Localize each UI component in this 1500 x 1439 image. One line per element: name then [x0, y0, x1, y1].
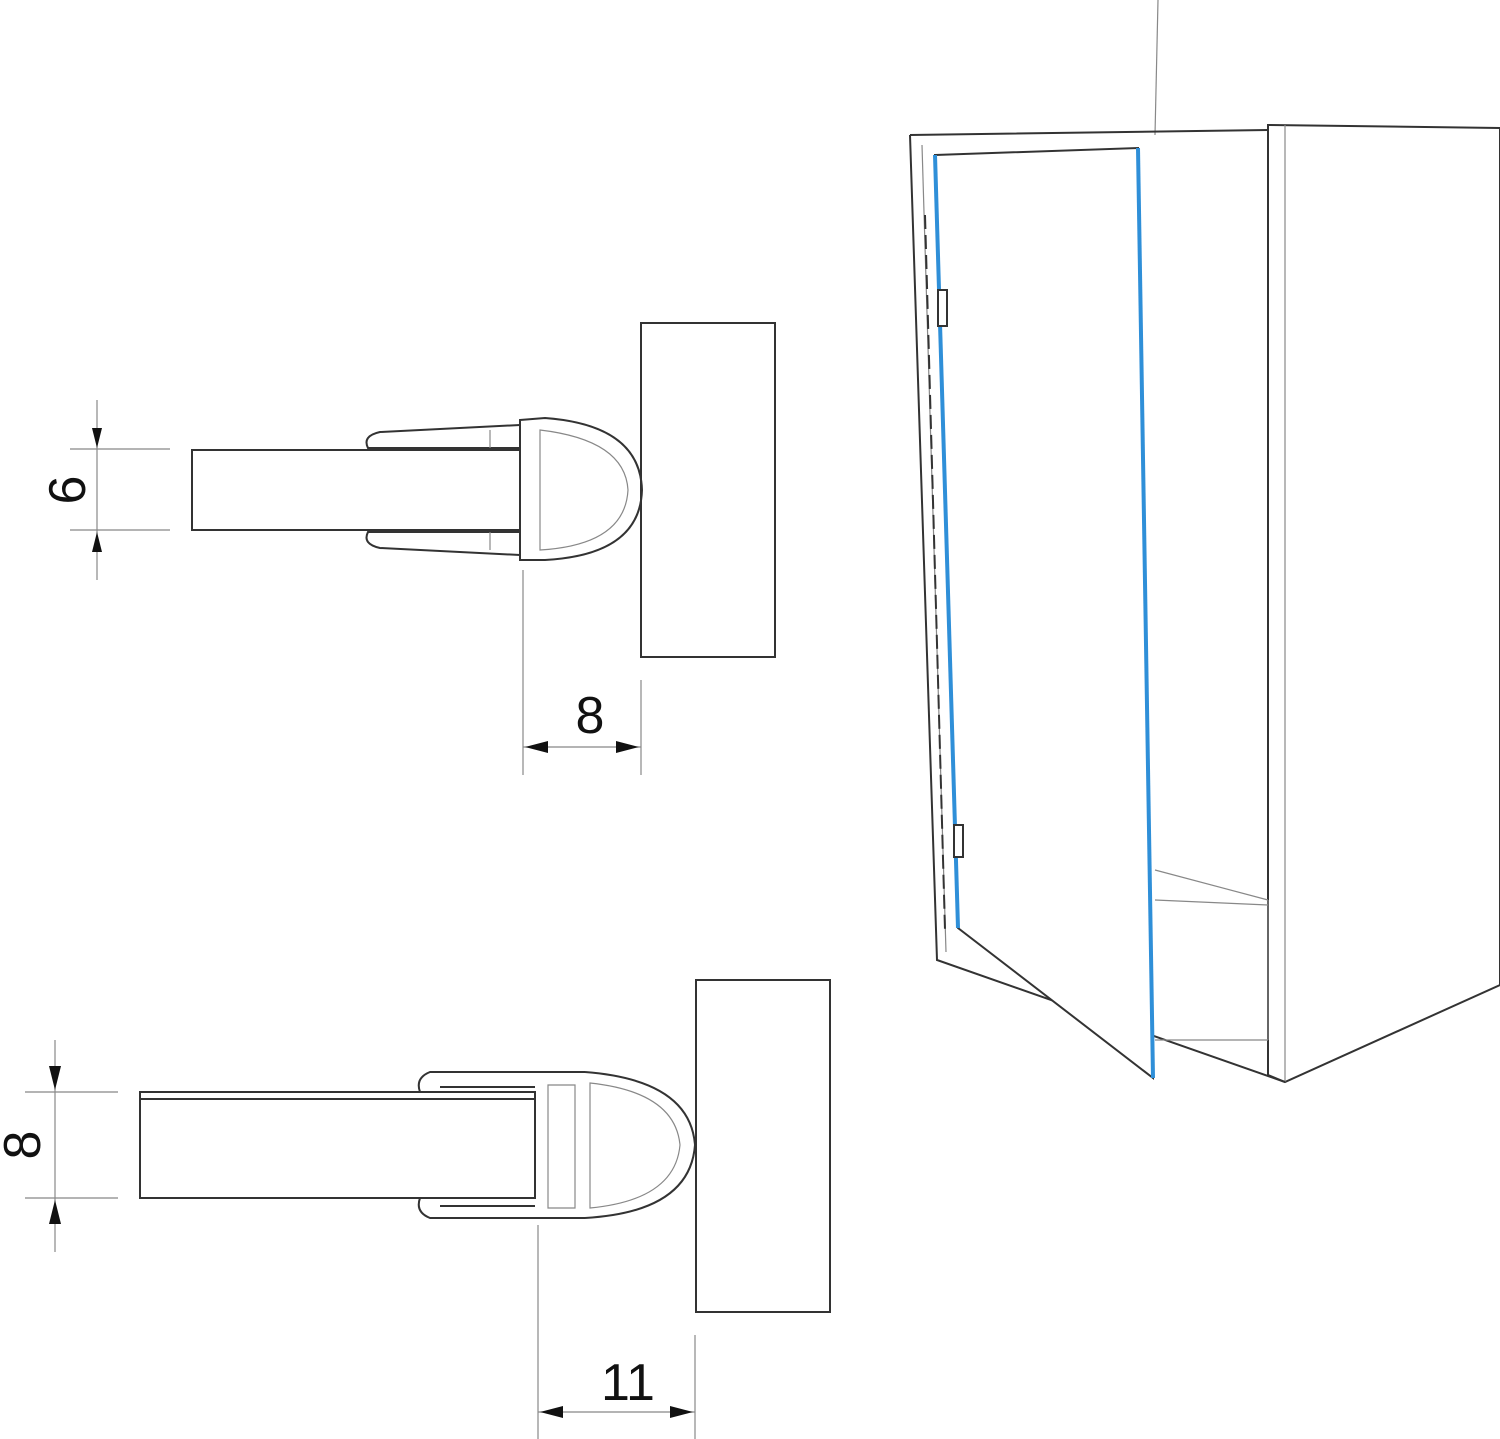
hinge-top [937, 289, 948, 327]
profile-large: 8 11 [0, 979, 831, 1439]
dimension-offset-bottom: 11 [537, 1225, 696, 1439]
glass-panel-top [191, 449, 521, 531]
arrowhead [616, 741, 639, 753]
leader-line [1154, 0, 1159, 136]
hinge-bottom [953, 824, 964, 858]
arrowhead [49, 1200, 61, 1224]
seal-clip-bottom [417, 1071, 585, 1219]
seal-bulb-inner-bottom [547, 1082, 681, 1209]
seal-bulb-inner-top [489, 429, 629, 551]
offset-label-top: 8 [576, 687, 605, 745]
dimension-thickness-bottom: 8 [0, 1040, 118, 1252]
seal-clip-top [365, 424, 521, 556]
arrowhead [670, 1406, 693, 1418]
thickness-label-top: 6 [39, 476, 97, 505]
door-glass-edge-left [933, 154, 960, 929]
arrowhead [540, 1406, 563, 1418]
wall-block-bottom [695, 979, 831, 1313]
arrowhead [49, 1066, 61, 1090]
arrowhead [525, 741, 548, 753]
side-panel [1267, 123, 1500, 1084]
seal-bulb-top [519, 416, 644, 561]
shower-enclosure [909, 0, 1500, 1084]
arrowhead [92, 428, 102, 448]
offset-label-bottom: 11 [601, 1354, 655, 1412]
glass-panel-bottom [139, 1091, 536, 1199]
back-frame [909, 129, 1286, 1083]
arrowhead [92, 532, 102, 552]
wall-block-top [640, 322, 776, 658]
thickness-label-bottom: 8 [0, 1131, 52, 1160]
door-glass-edge-right [1136, 147, 1155, 1079]
dimension-thickness-top: 6 [39, 400, 170, 580]
profile-small: 6 8 [39, 322, 776, 775]
shower-door [933, 146, 1155, 1081]
dimension-offset-top: 8 [522, 570, 642, 775]
seal-bulb-bottom [584, 1071, 697, 1219]
